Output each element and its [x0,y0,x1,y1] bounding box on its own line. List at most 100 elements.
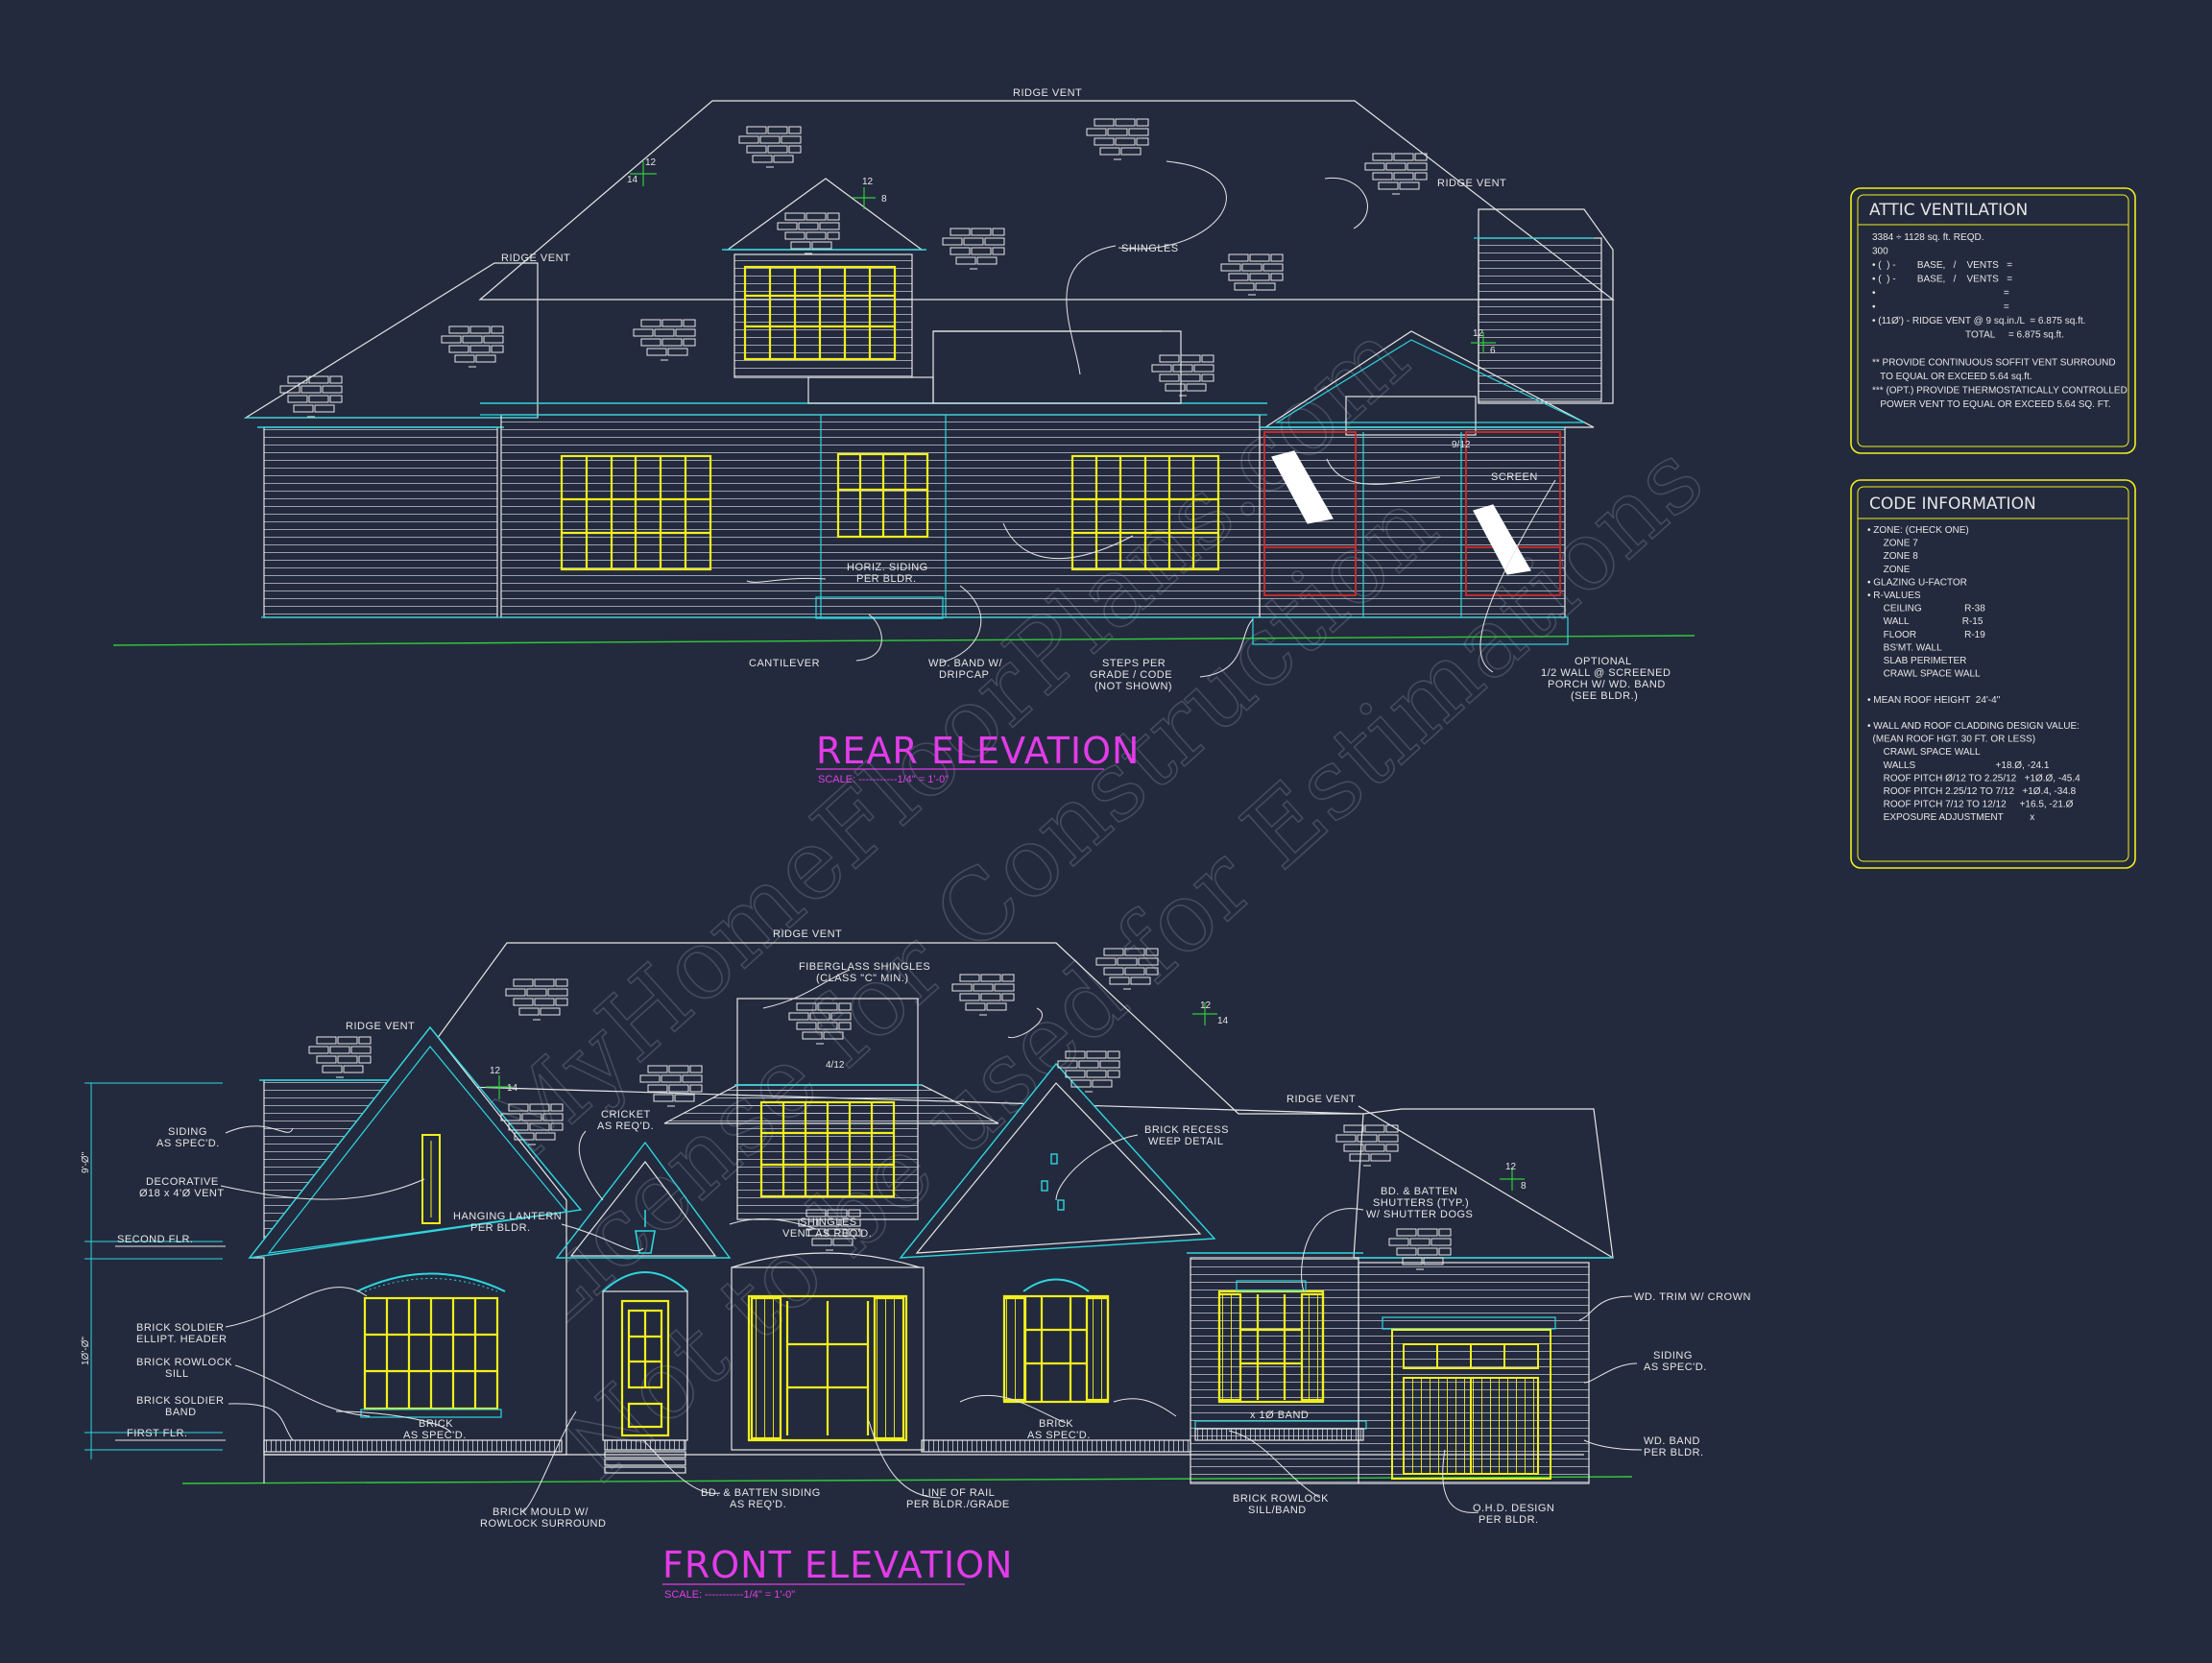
front-rowlock-2: SILL [165,1368,189,1380]
front-rowlock-sill-2: SILL/BAND [1248,1505,1307,1516]
front-entry-door [620,1299,670,1437]
front-siding-left-1: SIDING [168,1126,207,1138]
code-line: CRAWL SPACE WALL [1867,669,1981,680]
rear-band-label-2: DRIPCAP [939,669,989,681]
attic-ventilation-panel: ATTIC VENTILATION 3384 ÷ 1128 sq. ft. RE… [1850,187,2136,454]
front-band-right-2: PER BLDR. [1644,1447,1704,1458]
rear-grade-line [112,635,1695,646]
code-information-panel: CODE INFORMATION • ZONE: (CHECK ONE) ZON… [1850,479,2136,869]
rear-pitch-b-run: 8 [881,194,887,205]
front-brick-left-2: AS SPEC'D. [403,1430,467,1441]
code-line: ZONE 7 [1867,539,1918,549]
attic-line: • ( ) - BASE, / VENTS = [1872,275,2012,285]
front-dimension-column [84,1082,226,1459]
front-line-rail-2: PER BLDR./GRADE [906,1499,1010,1510]
front-pitch-c-rise: 12 [1505,1162,1517,1172]
front-ohd-2: PER BLDR. [1479,1514,1539,1526]
front-rowlock-sill-1: BRICK ROWLOCK [1233,1493,1329,1505]
rear-left-wall [263,426,498,618]
front-siding-right-1: SIDING [1653,1350,1693,1362]
front-soldier-band-1: BRICK SOLDIER [136,1395,224,1407]
front-pitch-b-rise: 12 [1200,1000,1212,1011]
front-window-left [363,1296,499,1410]
front-decorative-1: DECORATIVE [146,1176,219,1188]
front-dim-lower: 1Ø'-Ø" [81,1337,91,1365]
code-line: • GLAZING U-FACTOR [1867,577,1967,588]
rear-pitch-a-rise: 12 [645,157,657,168]
front-elevation-scale: SCALE: -----------1/4" = 1'-0" [664,1589,795,1601]
code-line: CEILING R-38 [1867,604,1985,615]
front-second-flr: SECOND FLR. [117,1234,193,1245]
code-line: • ZONE: (CHECK ONE) [1867,525,1969,536]
front-shingles-vent-2: VENT AS REQ'D. [782,1228,872,1240]
rear-pitch-c-run: 6 [1490,346,1496,356]
attic-line: ** PROVIDE CONTINUOUS SOFFIT VENT SURROU… [1872,358,2116,369]
front-x10-band: x 1Ø BAND [1250,1410,1309,1421]
front-line-rail-1: LINE OF RAIL [922,1487,995,1499]
front-dim-upper: 9'-Ø" [81,1151,91,1173]
front-soldier-band-2: BAND [165,1407,197,1418]
attic-line: • ( ) - BASE, / VENTS = [1872,260,2012,271]
code-line: SLAB PERIMETER [1867,656,1966,666]
code-line: • R-VALUES [1867,590,1921,601]
code-line: ZONE 8 [1867,551,1918,562]
front-siding-right-2: AS SPEC'D. [1644,1362,1707,1373]
front-fiberglass-1: FIBERGLASS SHINGLES [799,961,930,973]
front-ridge-vent-right: RIDGE VENT [1286,1094,1356,1105]
attic-lines: 3384 ÷ 1128 sq. ft. REQD.300• ( ) - BASE… [1872,232,2128,410]
code-line: BS'MT. WALL [1867,642,1942,653]
front-pitch-b-run: 14 [1217,1016,1229,1026]
code-line: ZONE [1867,565,1911,575]
code-line: • WALL AND ROOF CLADDING DESIGN VALUE: [1867,721,2080,732]
rear-siding-label-2: PER BLDR. [856,573,917,585]
front-rowlock-1: BRICK ROWLOCK [136,1357,232,1368]
front-shingles-vent-1: SHINGLES [800,1217,857,1228]
rear-band-label-1: WD. BAND W/ [928,658,1002,669]
front-lantern-1: HANGING LANTERN [453,1211,562,1222]
front-soldier-header-1: BRICK SOLDIER [136,1322,224,1334]
rear-porch-label-2: 1/2 WALL @ SCREENED [1541,667,1671,679]
rear-pitch-b-rise: 12 [862,177,874,187]
front-ridge-vent-left: RIDGE VENT [346,1021,415,1032]
attic-line: POWER VENT TO EQUAL OR EXCEED 5.64 SQ. F… [1872,399,2111,410]
front-dormer-window [759,1100,896,1198]
code-line: (MEAN ROOF HGT. 30 FT. OR LESS) [1867,735,2035,745]
front-cricket-2: AS REQ'D. [597,1121,654,1132]
attic-line: • = [1872,302,2009,313]
front-elevation-title: FRONT ELEVATION [662,1544,1013,1586]
rear-steps-label-3: (NOT SHOWN) [1094,681,1172,692]
rear-main-roof [478,100,1615,301]
front-decorative-2: Ø18 x 4'Ø VENT [139,1188,225,1199]
front-fiberglass-2: (CLASS "C" MIN.) [816,973,908,984]
rear-window-center [836,452,929,539]
attic-line: 3384 ÷ 1128 sq. ft. REQD. [1872,232,1984,243]
rear-window-right [1070,454,1220,571]
code-lines: • ZONE: (CHECK ONE) ZONE 7 ZONE 8 ZONE • … [1867,525,2080,823]
code-line: WALLS +18.Ø, -24.1 [1867,760,2050,771]
attic-line: TOTAL = 6.875 sq.ft. [1872,330,2064,341]
attic-title: ATTIC VENTILATION [1869,201,2028,220]
front-brick-recess-2: WEEP DETAIL [1148,1136,1223,1147]
rear-porch-label-3: PORCH W/ WD. BAND [1548,679,1666,690]
front-batten-shutters-1: BD. & BATTEN [1381,1186,1457,1197]
front-pitch-4-12: 4/12 [826,1060,845,1071]
rear-screen-label: SCREEN [1491,471,1538,483]
front-soldier-header-2: ELLIPT. HEADER [136,1334,227,1345]
rear-main-wall [500,414,1261,618]
rear-shingles-label: SHINGLES [1121,243,1179,254]
attic-line: TO EQUAL OR EXCEED 5.64 sq.ft. [1872,372,2032,382]
front-batten-shutters-2: SHUTTERS (TYP.) [1373,1197,1469,1209]
front-leaders [220,969,1643,1513]
front-batten-shutters-3: W/ SHUTTER DOGS [1366,1209,1473,1220]
front-center-french-doors [747,1294,908,1442]
rear-ridge-vent-top: RIDGE VENT [1013,87,1082,99]
front-ridge-vent-top: RIDGE VENT [773,928,842,940]
front-brick-mid-2: AS SPEC'D. [1027,1430,1091,1441]
code-line: ROOF PITCH Ø/12 TO 2.25/12 +1Ø.Ø, -45.4 [1867,773,2080,783]
front-lantern-2: PER BLDR. [470,1222,531,1234]
front-ohd-1: O.H.D. DESIGN [1473,1503,1554,1514]
rear-labels: RIDGE VENT RIDGE VENT RIDGE VENT SHINGLE… [501,87,1671,785]
front-brick-left-1: BRICK [419,1418,453,1430]
